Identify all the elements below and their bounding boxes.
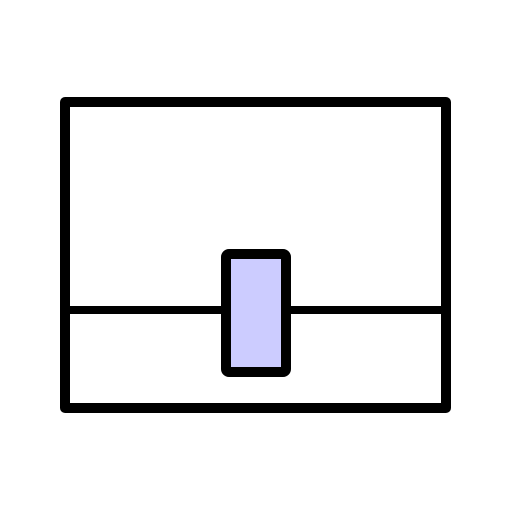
- drawer-handle: [221, 249, 291, 377]
